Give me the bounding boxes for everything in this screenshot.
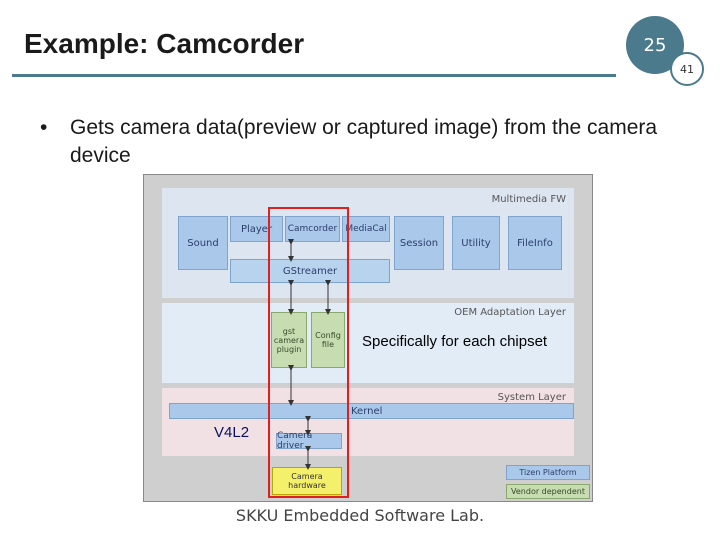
mediacall-box: MediaCal <box>342 216 390 242</box>
mediacall-label: MediaCal <box>345 224 387 234</box>
footer-text: SKKU Embedded Software Lab. <box>235 506 485 525</box>
legend-vendor-dependent: Vendor dependent <box>506 484 590 499</box>
oem-adaptation-layer: OEM Adaptation Layer <box>162 303 574 383</box>
kernel-bar <box>169 403 574 419</box>
gstreamer-label: GStreamer <box>282 265 338 277</box>
player-box: Player <box>230 216 283 242</box>
bullet-point: • Gets camera data(preview or captured i… <box>40 114 680 170</box>
architecture-diagram: Multimedia FW OEM Adaptation Layer Syste… <box>143 174 593 502</box>
title-underline <box>12 74 616 77</box>
legend-tizen-platform: Tizen Platform <box>506 465 590 480</box>
sub-page-number-badge: 41 <box>670 52 704 86</box>
camcorder-box: Camcorder <box>285 216 340 242</box>
slide-title: Example: Camcorder <box>24 28 305 59</box>
v4l2-annotation: V4L2 <box>214 424 250 441</box>
legend-vendor-label: Vendor dependent <box>511 487 585 496</box>
page-number-badge: 25 <box>626 16 684 74</box>
legend-tizen-label: Tizen Platform <box>519 468 577 477</box>
fileinfo-label: FileInfo <box>517 237 553 249</box>
utility-box: Utility <box>452 216 500 270</box>
bullet-text: Gets camera data(preview or captured ima… <box>70 116 658 167</box>
sound-box: Sound <box>178 216 228 270</box>
utility-label: Utility <box>461 237 491 249</box>
bullet-dot-icon: • <box>40 116 48 139</box>
system-layer: System Layer <box>162 388 574 456</box>
kernel-label: Kernel <box>351 406 383 417</box>
camcorder-label: Camcorder <box>287 224 338 234</box>
system-layer-label: System Layer <box>497 392 566 403</box>
session-label: Session <box>399 237 439 249</box>
gstreamer-box: GStreamer <box>230 259 390 283</box>
session-box: Session <box>394 216 444 270</box>
player-label: Player <box>240 223 273 235</box>
multimedia-fw-label: Multimedia FW <box>491 194 566 205</box>
camera-driver-label: Camera driver <box>277 431 313 451</box>
fileinfo-box: FileInfo <box>508 216 562 270</box>
oem-adaptation-label: OEM Adaptation Layer <box>454 307 566 318</box>
connector-arrows <box>288 239 331 470</box>
chipset-annotation: Specifically for each chipset <box>362 333 548 350</box>
sound-label: Sound <box>187 237 219 249</box>
